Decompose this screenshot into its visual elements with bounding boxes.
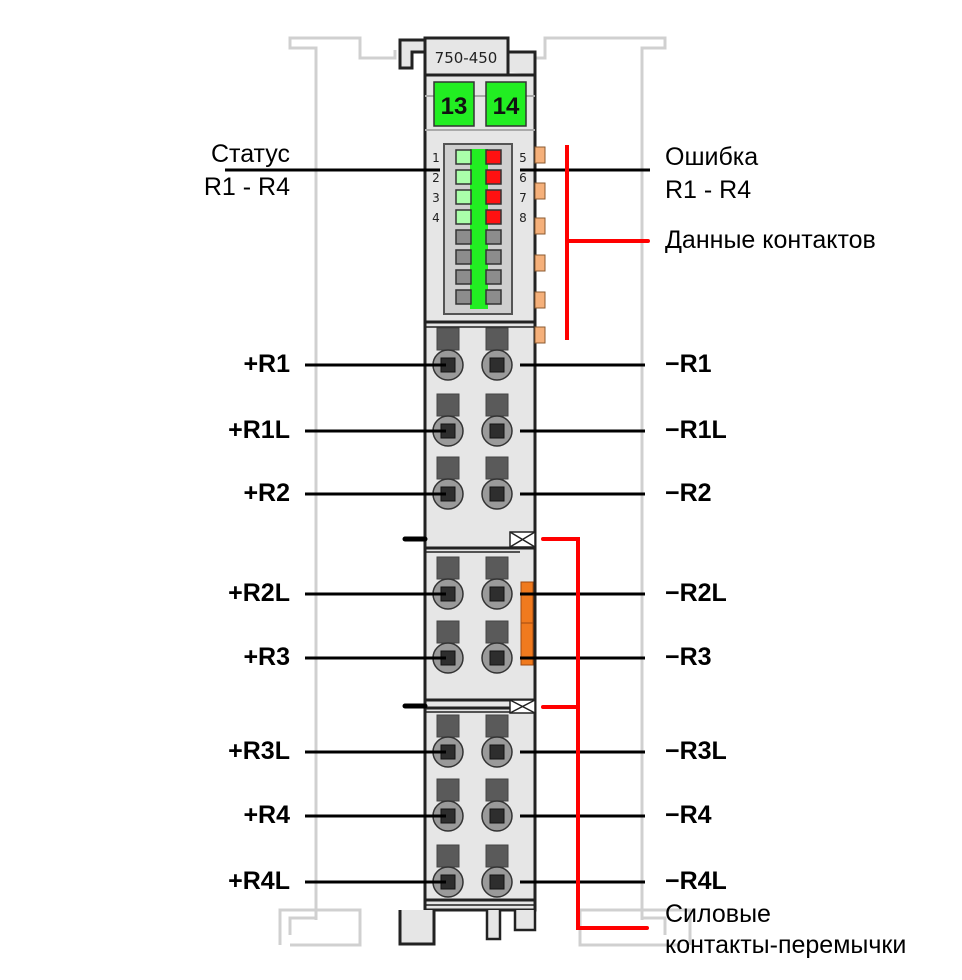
error-label-line1: Ошибка [665, 143, 759, 171]
terminal-label-left: +R4 [243, 801, 290, 829]
error-led-12 [485, 289, 502, 305]
release-button[interactable] [436, 556, 460, 580]
led-number: 1 [432, 151, 440, 165]
bottom-pin [485, 910, 502, 941]
status-led-1 [455, 149, 472, 165]
release-button[interactable] [485, 393, 509, 417]
terminal-leader-lines [305, 363, 645, 884]
release-button[interactable] [485, 456, 509, 480]
marker-14-text: 14 [493, 93, 520, 120]
power-jumper-label-line1: Силовые [665, 900, 771, 928]
data-contact-tab [534, 291, 546, 309]
error-led-9 [485, 229, 502, 245]
led-group [455, 149, 502, 305]
led-number: 4 [432, 211, 440, 225]
status-led-7 [455, 269, 472, 285]
terminal-label-right: −R1L [665, 416, 727, 444]
terminal-label-right: −R2 [665, 479, 712, 507]
top-clip-right [506, 50, 537, 75]
terminal-label-right: −R1 [665, 350, 712, 378]
release-button[interactable] [436, 620, 460, 644]
terminal-opening [489, 874, 505, 890]
bottom-foot-right [513, 910, 537, 932]
terminal-label-right: −R4L [665, 867, 727, 895]
terminal-label-right: −R3L [665, 737, 727, 765]
data-contact-tab [534, 182, 546, 200]
terminal-opening [489, 650, 505, 666]
terminal-label-left: +R2 [243, 479, 290, 507]
status-led-5 [455, 229, 472, 245]
terminal-opening [489, 357, 505, 373]
status-led-6 [455, 249, 472, 265]
release-button[interactable] [485, 620, 509, 644]
terminal-opening [489, 423, 505, 439]
terminal-group [432, 327, 513, 898]
release-button[interactable] [436, 778, 460, 802]
data-contact-tab [534, 254, 546, 272]
terminal-label-left: +R3L [228, 737, 290, 765]
error-led-7 [485, 189, 502, 205]
marker-13 [433, 81, 475, 127]
power-jumper-bracket [541, 537, 649, 930]
status-led-3 [455, 189, 472, 205]
jumper-marker-1 [509, 531, 536, 548]
terminal-label-right: −R4 [665, 801, 712, 829]
led-number: 8 [519, 211, 527, 225]
terminal-opening [489, 486, 505, 502]
jumper-marker-2 [509, 699, 536, 714]
data-contact-tab [534, 217, 546, 235]
data-contact-tab [534, 146, 546, 164]
release-button[interactable] [485, 844, 509, 868]
led-number: 6 [519, 171, 527, 185]
led-number: 2 [432, 171, 440, 185]
release-button[interactable] [485, 327, 509, 351]
bottom-clip-left [398, 910, 436, 946]
release-button[interactable] [436, 844, 460, 868]
error-led-10 [485, 249, 502, 265]
led-green-strip [470, 149, 488, 309]
status-led-4 [455, 209, 472, 225]
error-led-6 [485, 169, 502, 185]
terminal-opening [489, 586, 505, 602]
marker-14 [485, 81, 527, 127]
data-contacts-label: Данные контактов [665, 226, 876, 254]
release-button[interactable] [436, 714, 460, 738]
power-jumper-label-line2: контакты-перемычки [665, 931, 907, 959]
led-number: 7 [519, 191, 527, 205]
error-led-8 [485, 209, 502, 225]
release-button[interactable] [485, 556, 509, 580]
release-button[interactable] [485, 714, 509, 738]
status-label-line2: R1 - R4 [203, 173, 290, 201]
terminal-label-left: +R1 [243, 350, 290, 378]
marker-13-text: 13 [441, 93, 468, 120]
led-numbers: 1 2 3 4 5 6 7 8 [432, 151, 527, 225]
terminal-label-left: +R3 [243, 643, 290, 671]
part-number: 750-450 [435, 49, 498, 67]
release-button[interactable] [436, 393, 460, 417]
terminal-opening [489, 808, 505, 824]
error-label-line2: R1 - R4 [665, 176, 752, 204]
error-led-11 [485, 269, 502, 285]
part-number-box [423, 36, 510, 77]
error-led-5 [485, 149, 502, 165]
data-contact-tab [534, 326, 546, 344]
release-button[interactable] [436, 456, 460, 480]
terminal-label-left: +R4L [228, 867, 290, 895]
status-led-2 [455, 169, 472, 185]
data-contact-tabs [534, 146, 546, 344]
led-number: 5 [519, 151, 527, 165]
release-button[interactable] [436, 327, 460, 351]
status-led-8 [455, 289, 472, 305]
release-button[interactable] [485, 778, 509, 802]
terminal-opening [489, 744, 505, 760]
terminal-label-left: +R1L [228, 416, 290, 444]
terminal-label-right: −R2L [665, 579, 727, 607]
led-number: 3 [432, 191, 440, 205]
status-label-line1: Статус [210, 140, 290, 168]
terminal-label-right: −R3 [665, 643, 712, 671]
terminal-label-left: +R2L [228, 579, 290, 607]
